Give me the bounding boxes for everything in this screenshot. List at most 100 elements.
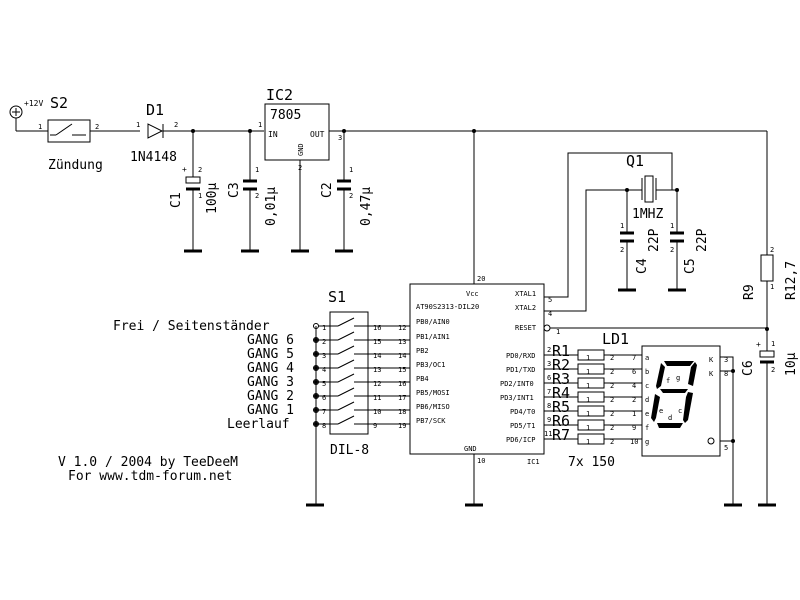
rnet-resistor-7 — [577, 433, 605, 445]
ld1-seg-e: e — [645, 410, 649, 418]
r9-value: R12,7 — [784, 261, 799, 300]
ld1-k1: K — [709, 356, 714, 364]
c3-ref: C3 — [227, 182, 242, 198]
ld1-k2: K — [709, 370, 714, 378]
rnet-rpin-0: 2 — [610, 354, 614, 362]
c1-plus: + — [182, 165, 187, 174]
ic1-rpin-name-4: PD4/T0 — [510, 408, 535, 416]
ld1-ref: LD1 — [602, 330, 629, 348]
ld1-k-pin-1: 8 — [724, 370, 728, 378]
ld1-seg-f: f — [645, 424, 649, 432]
ic1-lpin-num-6: 18 — [398, 408, 406, 416]
rnet-ref-6: R7 — [552, 426, 570, 444]
ld1-lpin-4: 1 — [632, 410, 636, 418]
c3-pin2: 2 — [255, 192, 259, 200]
c6-pin1: 1 — [771, 340, 775, 348]
resistor-r9: 2 1 R9 R12,7 — [742, 246, 799, 300]
c2-value: 0,47µ — [359, 187, 374, 226]
ic1-ref: IC1 — [527, 458, 540, 466]
s1-lpin-5: 6 — [322, 394, 326, 402]
s1-rpin-5: 11 — [373, 394, 381, 402]
ic1-xtal1-name: XTAL1 — [515, 290, 536, 298]
c5-ref: C5 — [683, 258, 698, 274]
ic1-reset-num: 1 — [556, 328, 560, 336]
digit-label-f: f — [666, 377, 670, 385]
r9-ref: R9 — [742, 284, 757, 300]
ic1-lpin-num-4: 16 — [398, 380, 406, 388]
c4-ref: C4 — [635, 258, 650, 274]
c4-pin1: 1 — [620, 222, 624, 230]
ic1-rpin-name-2: PD2/INT0 — [500, 380, 534, 388]
rnet-rpin-6: 2 — [610, 438, 614, 446]
ld1-lpin-3: 2 — [632, 396, 636, 404]
ic2-ref: IC2 — [266, 86, 293, 104]
ic1-lpin-name-0: PB0/AIN0 — [416, 318, 450, 326]
ld1-seg-d: d — [645, 396, 649, 404]
s1-label-3: GANG 4 — [247, 361, 294, 376]
d1-pin2: 2 — [174, 121, 178, 129]
s1-contact-7 — [313, 401, 370, 413]
ic2-pin3: 3 — [338, 134, 342, 142]
ld1-seg-c: c — [645, 382, 649, 390]
s1-rpin-6: 10 — [373, 408, 381, 416]
s1-lpin-6: 7 — [322, 408, 326, 416]
ic1-rpin-num-4: 8 — [547, 402, 551, 410]
s1-rpin-3: 13 — [373, 366, 381, 374]
ic2-gnd: GND — [297, 143, 305, 156]
s1-ref: S1 — [328, 288, 346, 306]
s1-label-7: Leerlauf — [227, 417, 290, 432]
ic1-lpin-name-4: PB4 — [416, 375, 429, 383]
c6-pin2: 2 — [771, 366, 775, 374]
digit-display: f g b e d c — [651, 361, 697, 428]
s1-label-6: GANG 1 — [247, 403, 294, 418]
capacitor-c5: 1 2 C5 22P — [670, 222, 710, 290]
ic1-rpin-name-6: PD6/ICP — [506, 436, 536, 444]
ic2-out: OUT — [310, 130, 325, 139]
ld1-seg-a: a — [645, 354, 649, 362]
c3-pin1: 1 — [255, 166, 259, 174]
ic2-in: IN — [268, 130, 278, 139]
q1-value: 1MHZ — [632, 207, 663, 222]
c5-pin2: 2 — [670, 246, 674, 254]
ic1-rpin-num-0: 2 — [547, 346, 551, 354]
c1-value: 100µ — [205, 183, 220, 214]
regulator-ic2: IC2 7805 IN OUT GND 1 2 3 — [258, 86, 342, 172]
s1-lpin-1: 2 — [322, 338, 326, 346]
s1-contact-8 — [313, 415, 370, 427]
c3-value: 0,01µ — [264, 187, 279, 226]
ic1-rpin-name-1: PD1/TXD — [506, 366, 536, 374]
rnet-lpin-5: 1 — [586, 424, 590, 432]
rnet-rpin-1: 2 — [610, 368, 614, 376]
d1-value: 1N4148 — [130, 150, 177, 165]
capacitor-c1: + 2 1 C1 100µ — [169, 131, 220, 250]
c6-value: 10µ — [784, 352, 799, 376]
ic1-xtal1-num: 5 — [548, 296, 552, 304]
c1-pin1: 1 — [198, 192, 202, 200]
s1-rpin-1: 15 — [373, 338, 381, 346]
s2-ref: S2 — [50, 94, 68, 112]
c2-ref: C2 — [320, 182, 335, 198]
rnet-lpin-6: 1 — [586, 438, 590, 446]
rnet-resistor-5 — [577, 405, 605, 417]
ic1-rpin-num-5: 9 — [547, 416, 551, 424]
c6-plus: + — [756, 340, 761, 349]
s1-lpin-7: 8 — [322, 422, 326, 430]
ld1-lpin-0: 7 — [632, 354, 636, 362]
s1-lpin-2: 3 — [322, 352, 326, 360]
ld1-k-pin-0: 3 — [724, 356, 728, 364]
s1-lpin-4: 5 — [322, 380, 326, 388]
ic1-lpin-num-3: 15 — [398, 366, 406, 374]
rnet-rpin-5: 2 — [610, 424, 614, 432]
r9-pin2: 2 — [770, 246, 774, 254]
ic1-reset-name: RESET — [515, 324, 537, 332]
seven-segment-ld1: LD1 7 6 4 2 1 9 10 a b c d e f g K K 3 8… — [602, 330, 728, 457]
s2-pin1: 1 — [38, 123, 42, 131]
rnet-lpin-0: 1 — [586, 354, 590, 362]
r9-pin1: 1 — [770, 283, 774, 291]
ic1-rpin-num-2: 6 — [547, 374, 551, 382]
ic1-rpin-num-3: 7 — [547, 388, 551, 396]
ic1-lpin-name-1: PB1/AIN1 — [416, 333, 450, 341]
ic1-lpin-num-5: 17 — [398, 394, 406, 402]
ic1-lpin-num-2: 14 — [398, 352, 406, 360]
